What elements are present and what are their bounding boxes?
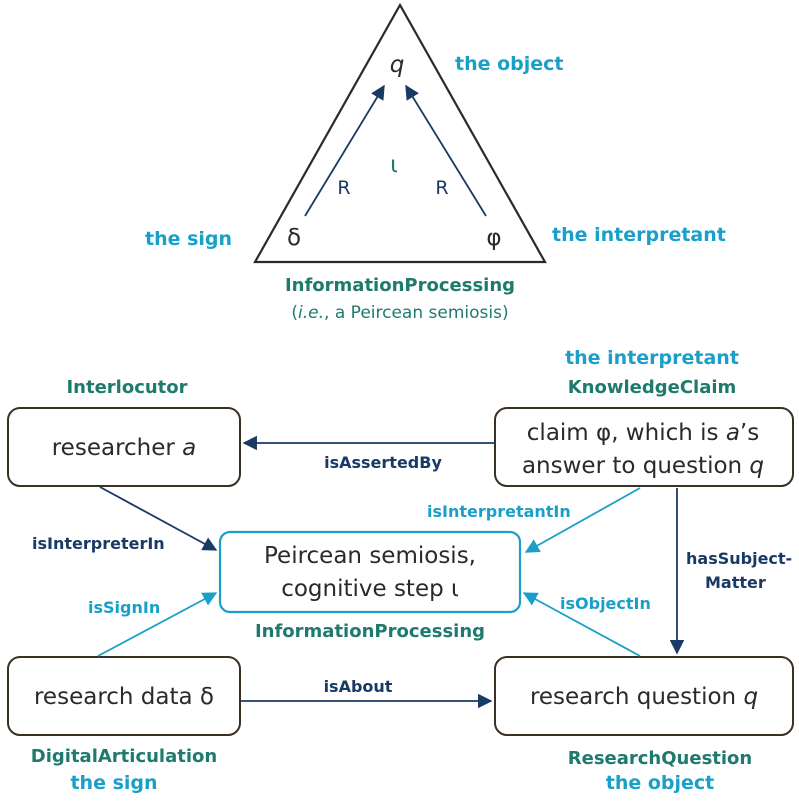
- node-semiosis-text-line1: Peircean semiosis,: [264, 543, 476, 569]
- node-claim-text-line1: claim φ, which is a’s: [527, 420, 759, 446]
- relation-arrow-right: [405, 84, 487, 217]
- triangle-vertex-sign: δ: [287, 225, 301, 251]
- node-question-type: ResearchQuestion: [568, 748, 753, 769]
- semiosis-triangle: [253, 2, 547, 264]
- node-claim-box: [494, 407, 794, 487]
- triangle-caption-title: InformationProcessing: [285, 275, 515, 296]
- edge-label-is-interpretant-in: isInterpretantIn: [427, 502, 571, 521]
- node-claim-text-line2: answer to question q: [522, 453, 764, 479]
- edge-is-sign-in: [97, 592, 218, 657]
- edge-label-has-subject-matter-1: hasSubject-: [686, 549, 792, 568]
- edge-label-has-subject-matter-2: Matter: [705, 573, 766, 592]
- edge-is-interpreter-in: [99, 486, 218, 551]
- edge-is-interpretant-in: [524, 487, 641, 553]
- node-claim-type: KnowledgeClaim: [568, 377, 737, 398]
- node-question-role: the object: [606, 772, 715, 794]
- relation-arrow-left: [304, 84, 385, 217]
- triangle-center-step: ι: [390, 152, 398, 178]
- relation-label-right: R: [435, 177, 448, 199]
- node-semiosis-text-line2: cognitive step ι: [281, 576, 459, 602]
- label-the-interpretant: the interpretant: [552, 224, 726, 246]
- node-data-text: research data δ: [34, 684, 214, 710]
- edge-label-is-interpreter-in: isInterpreterIn: [32, 534, 165, 553]
- label-the-object: the object: [455, 53, 564, 75]
- node-question-text: research question q: [530, 684, 758, 710]
- node-data-type: DigitalArticulation: [31, 746, 217, 767]
- label-the-sign: the sign: [145, 228, 232, 250]
- node-question-box: [494, 656, 794, 736]
- node-semiosis-type: InformationProcessing: [255, 621, 485, 642]
- node-data-box: [7, 656, 241, 736]
- relation-label-left: R: [337, 177, 350, 199]
- node-researcher-box: [7, 407, 241, 487]
- edge-label-is-object-in: isObjectIn: [560, 594, 651, 613]
- triangle-vertex-interpretant: φ: [486, 225, 501, 251]
- triangle-caption-subtitle: (i.e., a Peircean semiosis): [291, 303, 508, 323]
- node-researcher-text: researcher a: [52, 435, 197, 461]
- edge-label-is-sign-in: isSignIn: [88, 598, 160, 617]
- node-data-role: the sign: [70, 772, 157, 794]
- edge-is-object-in: [522, 592, 641, 657]
- triangle-vertex-object: q: [390, 52, 405, 78]
- node-semiosis-box: [218, 530, 522, 614]
- node-claim-role: the interpretant: [565, 347, 739, 369]
- node-researcher-type: Interlocutor: [66, 377, 187, 398]
- edge-label-is-about: isAbout: [324, 677, 393, 696]
- edge-label-is-asserted-by: isAssertedBy: [324, 453, 442, 472]
